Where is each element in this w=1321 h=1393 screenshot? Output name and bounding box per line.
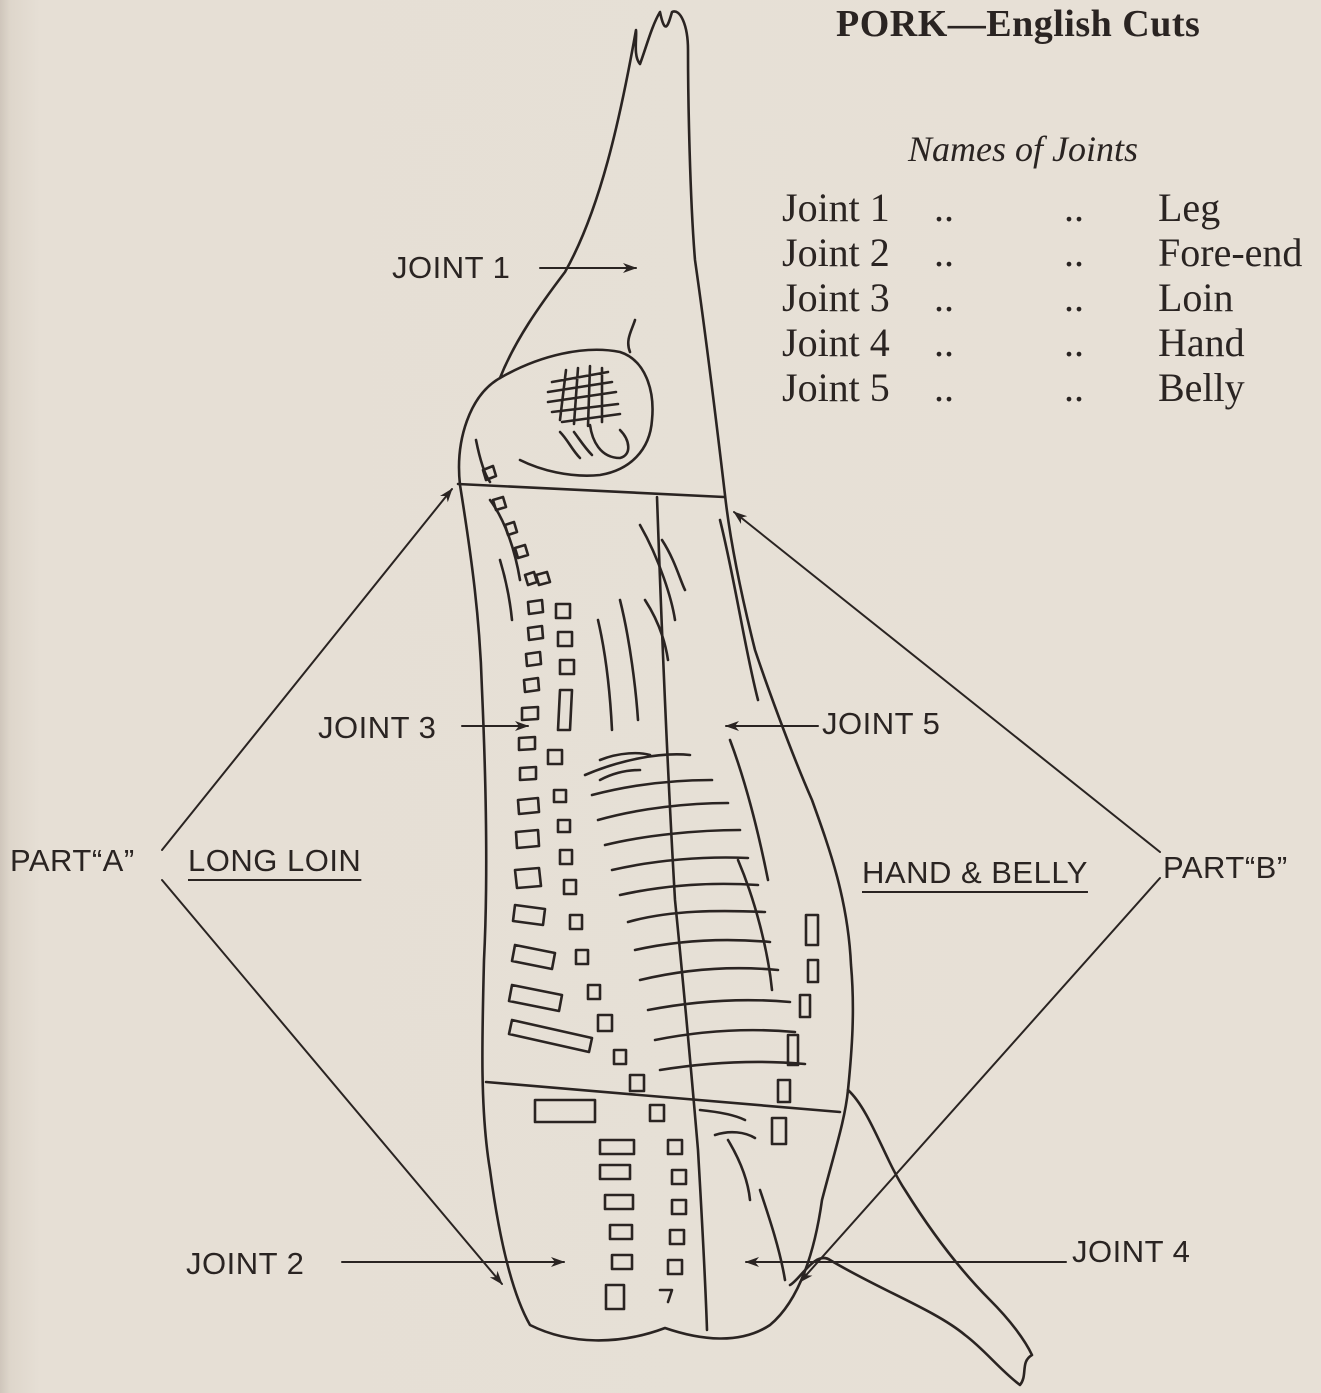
legend-dots: .. bbox=[1064, 319, 1084, 366]
legend-name: Leg bbox=[1158, 184, 1220, 231]
page-title: PORK—English Cuts bbox=[836, 2, 1200, 46]
partB-line-upper bbox=[734, 512, 1160, 852]
legend-dots: .. bbox=[1064, 364, 1084, 411]
legend-row: Joint 3 .. .. Loin bbox=[782, 274, 1321, 319]
partA-name-label: LONG LOIN bbox=[188, 843, 361, 879]
legend-joint: Joint 5 bbox=[782, 364, 890, 411]
legend-dots: .. bbox=[934, 229, 954, 276]
legend-row: Joint 1 .. .. Leg bbox=[782, 184, 1321, 229]
legend-dots: .. bbox=[934, 364, 954, 411]
legend-row: Joint 5 .. .. Belly bbox=[782, 364, 1321, 409]
legend-dots: .. bbox=[1064, 229, 1084, 276]
partA-line-lower bbox=[162, 880, 502, 1284]
joint3-label: JOINT 3 bbox=[318, 710, 436, 746]
legend-name: Hand bbox=[1158, 319, 1245, 366]
joint4-label: JOINT 4 bbox=[1072, 1234, 1190, 1270]
legend-name: Loin bbox=[1158, 274, 1234, 321]
legend-joint: Joint 1 bbox=[782, 184, 890, 231]
joint2-label: JOINT 2 bbox=[186, 1246, 304, 1282]
legend-dots: .. bbox=[934, 274, 954, 321]
division-line-upper bbox=[458, 484, 724, 497]
partB-name-label: HAND & BELLY bbox=[862, 855, 1088, 891]
joint1-label: JOINT 1 bbox=[392, 250, 510, 286]
legend-name: Fore-end bbox=[1158, 229, 1302, 276]
partB-label: PART“B” bbox=[1163, 850, 1288, 886]
legend-joint: Joint 2 bbox=[782, 229, 890, 276]
hand-tail bbox=[790, 1090, 1032, 1385]
legend-dots: .. bbox=[1064, 274, 1084, 321]
legend-dots: .. bbox=[1064, 184, 1084, 231]
legend-joint: Joint 4 bbox=[782, 319, 890, 366]
joint5-label: JOINT 5 bbox=[822, 706, 940, 742]
legend-row: Joint 2 .. .. Fore-end bbox=[782, 229, 1321, 274]
partA-label: PART“A” bbox=[10, 843, 135, 879]
legend-dots: .. bbox=[934, 319, 954, 366]
partA-line-upper bbox=[162, 489, 452, 850]
partB-line-lower bbox=[800, 878, 1160, 1282]
legend-joint: Joint 3 bbox=[782, 274, 890, 321]
legend-row: Joint 4 .. .. Hand bbox=[782, 319, 1321, 364]
legend-dots: .. bbox=[934, 184, 954, 231]
legend-heading: Names of Joints bbox=[908, 128, 1138, 170]
legend-name: Belly bbox=[1158, 364, 1245, 411]
